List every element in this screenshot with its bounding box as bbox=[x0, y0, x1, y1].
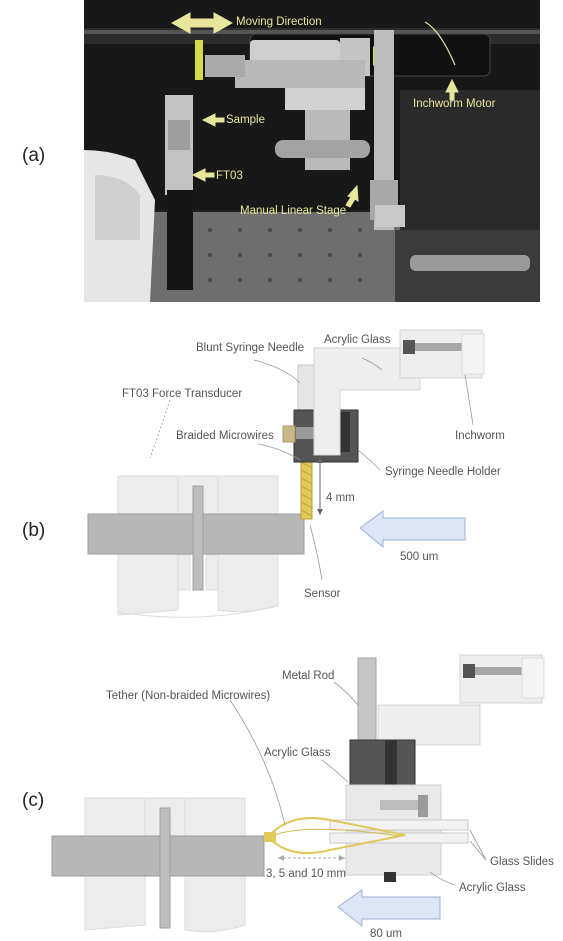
label-glass-slides: Glass Slides bbox=[490, 856, 554, 868]
label-80um: 80 um bbox=[370, 928, 402, 940]
label-ft03: FT03 bbox=[216, 170, 243, 182]
label-acrylic-glass-c-bottom: Acrylic Glass bbox=[459, 882, 526, 894]
label-acrylic-glass-c-top: Acrylic Glass bbox=[264, 747, 331, 759]
diagram-c bbox=[51, 654, 545, 933]
panel-label-c: (c) bbox=[22, 790, 45, 811]
label-lengths: 3, 5 and 10 mm bbox=[266, 868, 346, 880]
label-inchworm: Inchworm bbox=[455, 430, 505, 442]
label-4mm: 4 mm bbox=[326, 492, 355, 504]
diagram-b bbox=[87, 329, 485, 618]
label-blunt-syringe-needle: Blunt Syringe Needle bbox=[196, 342, 305, 354]
label-moving-direction: Moving Direction bbox=[236, 16, 322, 28]
label-500um: 500 um bbox=[400, 551, 439, 563]
label-manual-linear-stage: Manual Linear Stage bbox=[240, 205, 347, 217]
label-acrylic-glass-b: Acrylic Glass bbox=[324, 334, 391, 346]
panel-label-b: (b) bbox=[22, 520, 46, 541]
label-ft03-force-transducer: FT03 Force Transducer bbox=[122, 388, 243, 400]
panel-label-a: (a) bbox=[22, 145, 46, 166]
photo-a bbox=[84, 0, 540, 302]
label-braided-microwires: Braided Microwires bbox=[176, 430, 274, 442]
label-inchworm-motor: Inchworm Motor bbox=[413, 98, 496, 110]
label-syringe-needle-holder: Syringe Needle Holder bbox=[385, 466, 501, 478]
label-tether: Tether (Non-braided Microwires) bbox=[106, 690, 271, 702]
label-sample: Sample bbox=[226, 114, 265, 126]
label-metal-rod: Metal Rod bbox=[282, 670, 335, 682]
label-sensor: Sensor bbox=[304, 588, 341, 600]
